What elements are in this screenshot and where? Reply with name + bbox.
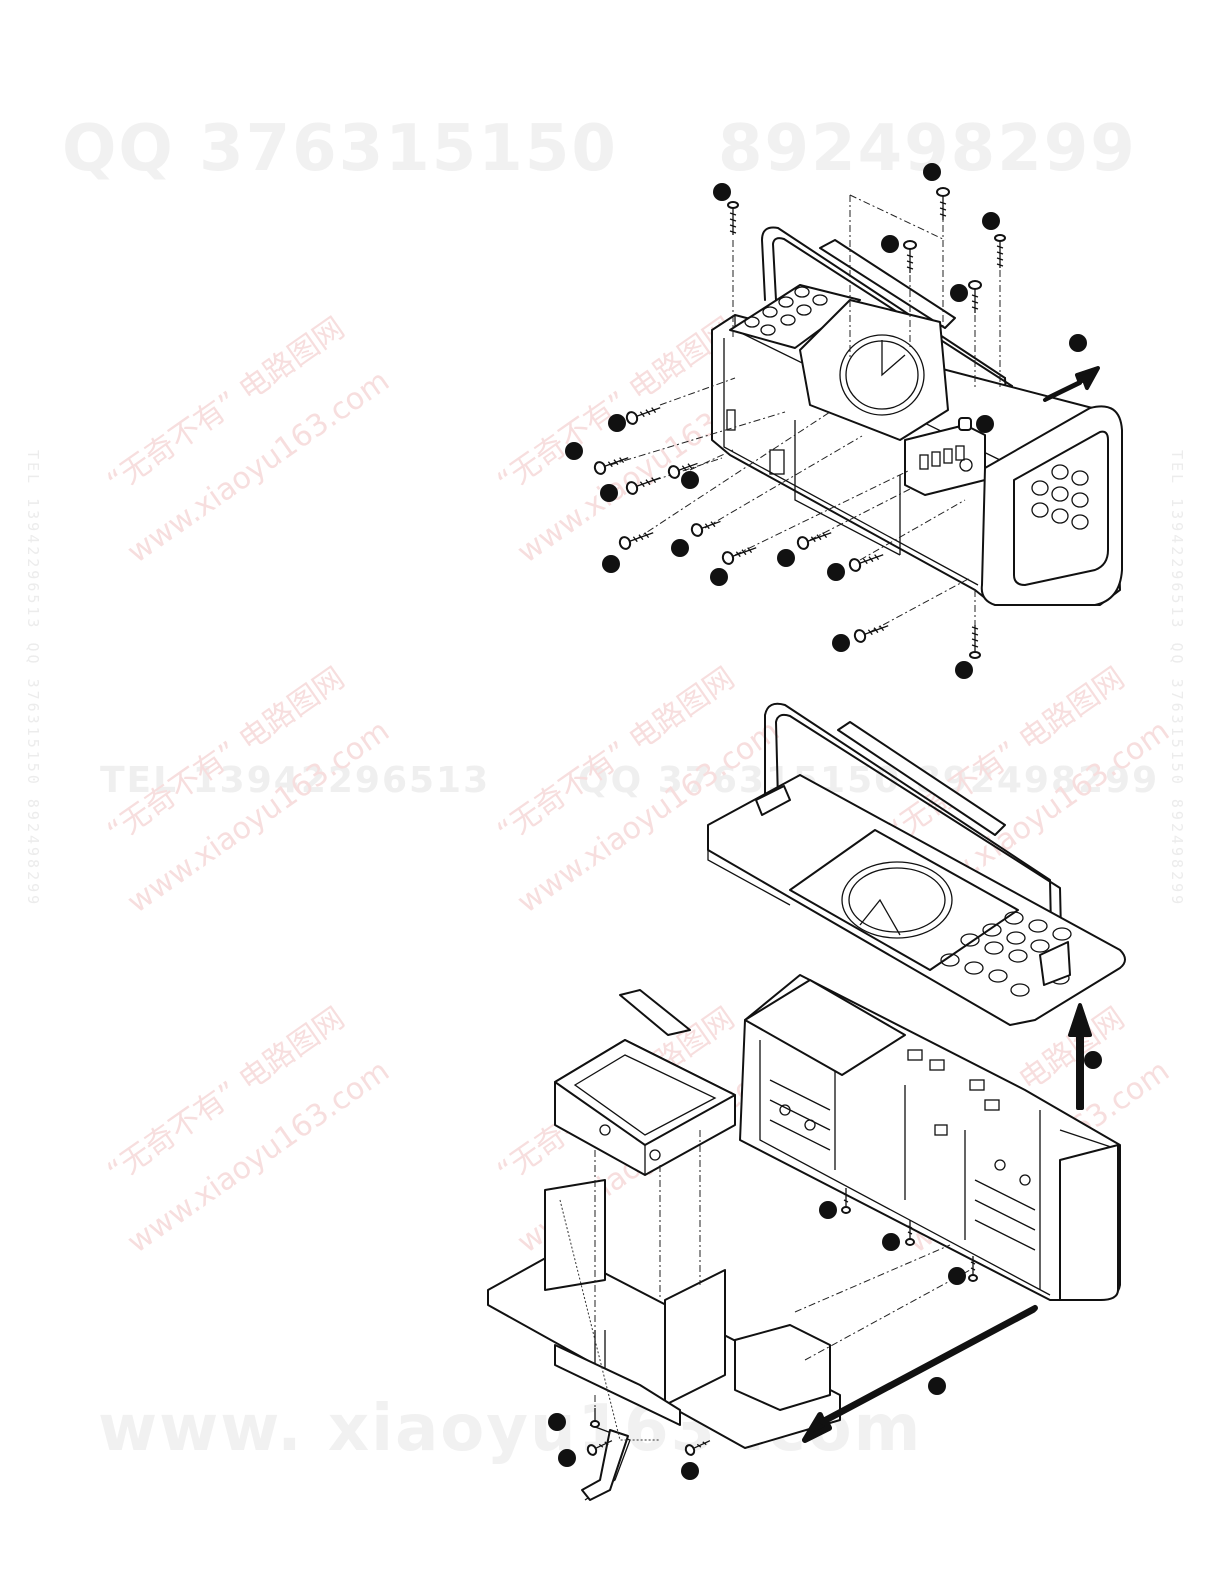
end-grille-right [980,405,1123,606]
top-cabinet [707,702,1126,1026]
screws-side-top [593,407,889,643]
screws-vertical-top [727,187,1006,659]
screws-bottom [586,1188,978,1456]
arrow-right-top [1043,366,1100,402]
screw-lead-lines-top [609,194,1001,633]
arrow-up [1068,1003,1092,1110]
reference-dots-bottom [548,1051,1102,1480]
lead-lines-bottom [559,1130,971,1441]
main-pcb [487,1179,841,1501]
lower-cabinet [739,974,1121,1301]
cd-mechanism [554,989,736,1176]
arrow-down-left [802,1305,1038,1443]
reference-dots-top [565,163,1087,679]
